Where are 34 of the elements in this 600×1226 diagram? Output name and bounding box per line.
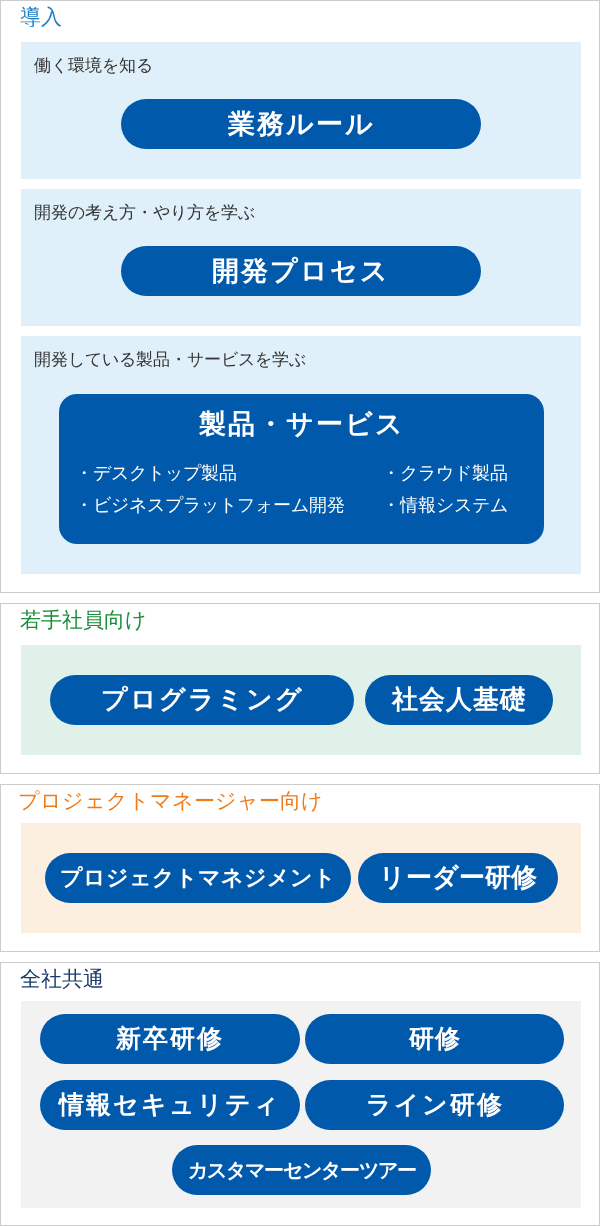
- course-pill: 開発プロセス: [121, 246, 481, 296]
- list-item: ・ビジネスプラットフォーム開発: [75, 494, 345, 516]
- section-panel: [0, 784, 600, 952]
- course-pill: プロジェクトマネジメント: [45, 853, 351, 903]
- list-item: ・デスクトップ製品: [75, 462, 237, 484]
- topic-band: [21, 189, 581, 326]
- topic-band: [21, 645, 581, 755]
- topic-band: [21, 823, 581, 933]
- product-panel: [59, 394, 544, 544]
- section-panel: [0, 603, 600, 774]
- section-heading: 全社共通: [20, 967, 104, 993]
- list-item: ・クラウド製品: [382, 462, 508, 484]
- topic-band: [21, 1001, 581, 1208]
- section-heading: 導入: [20, 5, 62, 31]
- topic-band: [21, 336, 581, 574]
- course-pill: カスタマーセンターツアー: [172, 1145, 431, 1195]
- topic-band: [21, 42, 581, 179]
- panel-title: 製品・サービス: [198, 408, 405, 441]
- topic-caption: 働く環境を知る: [34, 55, 153, 76]
- course-pill: プログラミング: [50, 675, 354, 725]
- course-pill: 社会人基礎: [365, 675, 553, 725]
- topic-caption: 開発している製品・サービスを学ぶ: [34, 349, 306, 370]
- course-pill: 新卒研修: [40, 1014, 300, 1064]
- topic-caption: 開発の考え方・やり方を学ぶ: [34, 202, 255, 223]
- course-pill: 研修: [305, 1014, 564, 1064]
- section-panel: [0, 0, 600, 593]
- course-pill: 情報セキュリティ: [40, 1080, 300, 1130]
- section-heading: 若手社員向け: [20, 608, 147, 634]
- course-pill: ライン研修: [305, 1080, 564, 1130]
- section-heading: プロジェクトマネージャー向け: [18, 789, 323, 815]
- list-item: ・情報システム: [382, 494, 508, 516]
- section-panel: [0, 962, 600, 1226]
- course-pill: リーダー研修: [358, 853, 558, 903]
- course-pill: 業務ルール: [121, 99, 481, 149]
